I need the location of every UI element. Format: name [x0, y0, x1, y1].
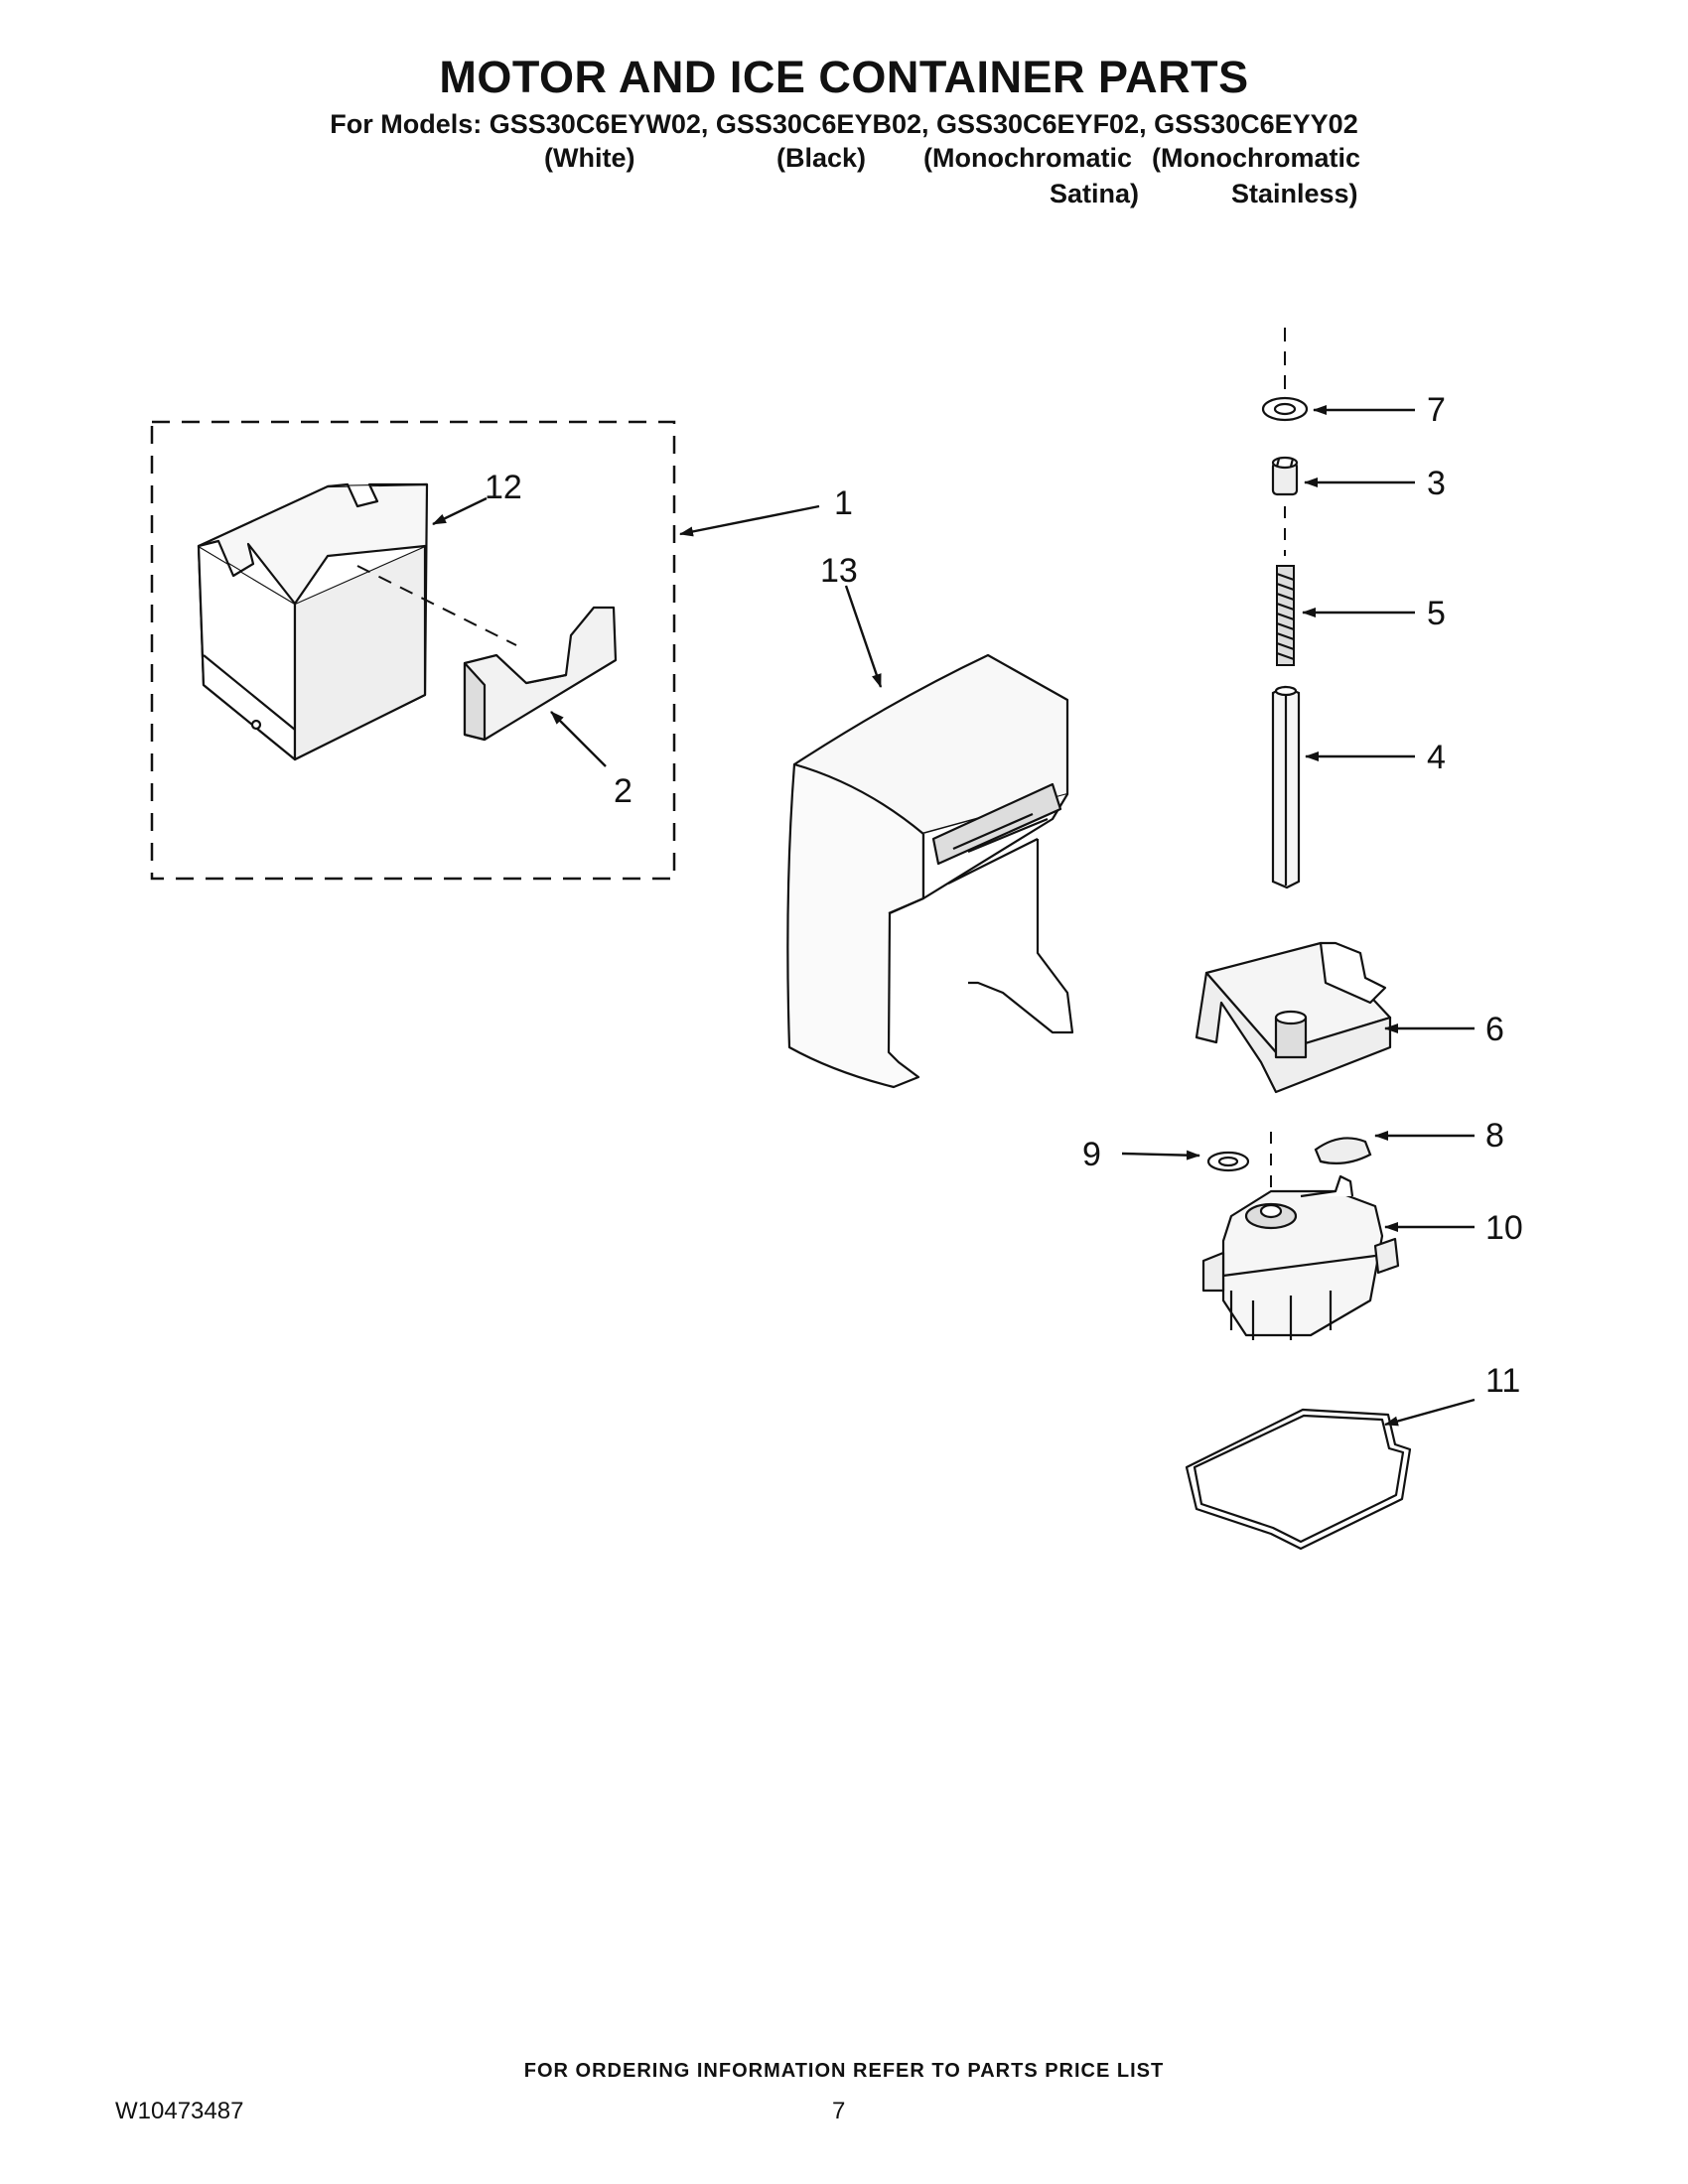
washer-part — [1261, 396, 1309, 422]
callout-5: 5 — [1427, 595, 1446, 632]
callout-7: 7 — [1427, 391, 1446, 429]
variant-black: (Black) — [776, 143, 867, 173]
dispenser-cover — [786, 653, 1074, 1089]
spring-part — [1276, 565, 1295, 666]
callout-8: 8 — [1485, 1117, 1504, 1155]
small-washer-part — [1206, 1151, 1250, 1172]
motor-part — [1201, 1174, 1400, 1340]
variant-white: (White) — [544, 143, 635, 173]
arrow-2 — [550, 711, 607, 767]
arrow-12 — [432, 496, 488, 526]
page-title: MOTOR AND ICE CONTAINER PARTS — [439, 52, 1249, 102]
callout-13: 13 — [820, 552, 858, 590]
arrow-1 — [679, 504, 820, 537]
variant-mono-stainless-line2: Stainless) — [1231, 179, 1358, 208]
front-bracket — [463, 606, 618, 742]
shaft-part — [1271, 685, 1301, 889]
arrow-9 — [1121, 1150, 1200, 1160]
callout-12: 12 — [485, 469, 522, 506]
motor-mount-bracket — [1195, 941, 1392, 1094]
gasket-part — [1185, 1408, 1412, 1551]
coupler-part — [1271, 456, 1299, 496]
pad-part — [1314, 1137, 1372, 1164]
callout-6: 6 — [1485, 1011, 1504, 1048]
assembly-dashed-box — [150, 420, 676, 881]
ice-container-bucket — [197, 482, 429, 761]
variant-mono-stainless-line1: (Monochromatic — [1152, 143, 1361, 173]
models-line: For Models: GSS30C6EYW02, GSS30C6EYB02, … — [330, 109, 1358, 139]
callout-11: 11 — [1485, 1362, 1520, 1400]
document-number: W10473487 — [115, 2098, 244, 2124]
page-number: 7 — [832, 2098, 846, 2124]
callout-arrows — [432, 405, 1476, 1427]
callout-4: 4 — [1427, 739, 1446, 776]
callout-3: 3 — [1427, 465, 1446, 502]
callout-10: 10 — [1485, 1209, 1523, 1247]
arrow-11 — [1384, 1398, 1476, 1427]
variant-mono-satina-line1: (Monochromatic — [923, 143, 1133, 173]
ordering-note: FOR ORDERING INFORMATION REFER TO PARTS … — [523, 2060, 1165, 2082]
bucket-bracket-leader — [356, 565, 517, 646]
arrow-13 — [844, 585, 883, 688]
callout-1: 1 — [834, 484, 853, 522]
variant-mono-satina-line2: Satina) — [1050, 179, 1140, 208]
callout-2: 2 — [614, 772, 633, 810]
callout-9: 9 — [1082, 1136, 1101, 1173]
